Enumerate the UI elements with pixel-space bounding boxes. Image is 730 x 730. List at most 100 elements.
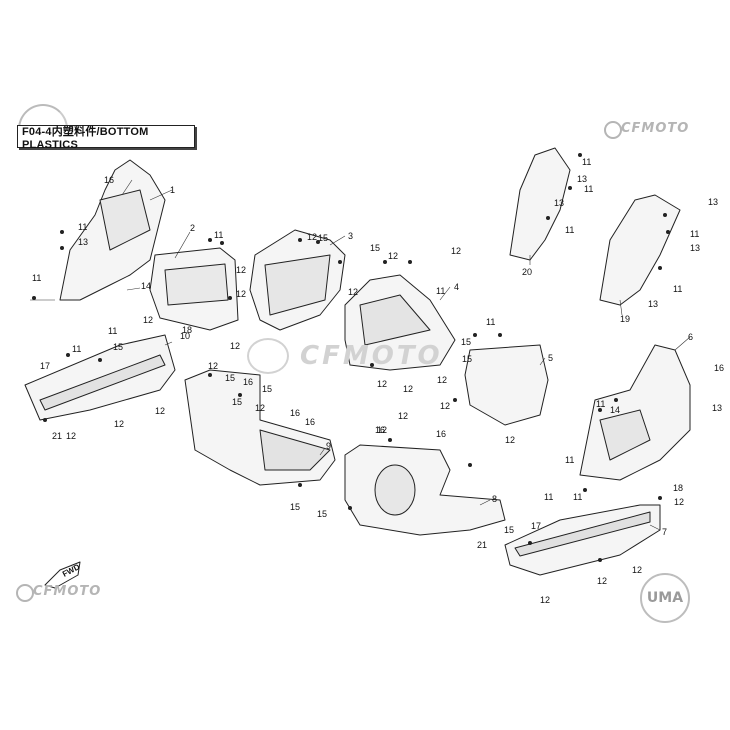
callout-15f: 15 (225, 373, 236, 383)
callout-3: 3 (348, 231, 354, 241)
callout-16d: 16 (305, 417, 316, 427)
callout-16c: 16 (290, 408, 301, 418)
callout-11b: 11 (108, 326, 118, 336)
callout-17a: 17 (40, 361, 51, 371)
callout-12w: 12 (348, 287, 359, 297)
callout-21a: 21 (52, 431, 63, 441)
cfmoto-logo-icon (604, 121, 622, 139)
part-fender-20 (509, 147, 571, 261)
callout-15g: 15 (232, 397, 243, 407)
callout-16a: 16 (104, 175, 115, 185)
callout-12i: 12 (377, 379, 388, 389)
callout-8: 8 (492, 494, 498, 504)
callout-12e: 12 (307, 232, 318, 242)
callout-12f: 12 (451, 246, 462, 256)
callout-16e: 16 (375, 425, 386, 435)
cfmoto-logo-icon (16, 584, 34, 602)
callout-16b: 16 (243, 377, 254, 387)
callout-15e: 15 (113, 342, 124, 352)
callout-11e: 11 (582, 157, 592, 167)
callout-12n: 12 (208, 361, 219, 371)
callout-15d: 15 (462, 354, 473, 364)
callout-9: 9 (326, 441, 332, 451)
callout-13e: 13 (690, 243, 701, 253)
callout-18a: 18 (182, 325, 193, 335)
diagram-title: F04-4内塑料件/BOTTOM PLASTICS (17, 125, 195, 151)
callout-14b: 14 (610, 405, 621, 415)
callout-19: 19 (620, 314, 631, 324)
callout-1: 1 (170, 185, 176, 195)
callout-15j: 15 (317, 509, 328, 519)
callout-11o: 11 (72, 344, 82, 354)
callout-14a: 14 (141, 281, 152, 291)
callout-12o: 12 (377, 425, 388, 435)
callout-11g: 11 (565, 225, 575, 235)
callout-12j: 12 (155, 406, 166, 416)
uma-logo: UMA (640, 573, 690, 623)
callout-11i: 11 (673, 284, 683, 294)
callout-11n: 11 (573, 492, 583, 502)
callout-11j: 11 (486, 317, 496, 327)
callout-12a: 12 (236, 265, 247, 275)
brand-center-watermark: CFMOTO (300, 341, 443, 371)
cfmoto-watermark-icon (247, 338, 289, 374)
callout-12h: 12 (403, 384, 414, 394)
callout-15a: 15 (318, 233, 329, 243)
callout-13f: 13 (648, 299, 659, 309)
callout-12g: 12 (437, 375, 448, 385)
callout-11f: 11 (584, 184, 594, 194)
callout-15c: 15 (461, 337, 472, 347)
callout-11p: 11 (436, 286, 446, 296)
callout-13a: 13 (78, 237, 89, 247)
callout-13g: 13 (712, 403, 723, 413)
callout-11k: 11 (596, 399, 606, 409)
callout-15k: 15 (504, 525, 515, 535)
callout-12b: 12 (236, 289, 247, 299)
callout-12s: 12 (674, 497, 685, 507)
brand-top-right: CFMOTO (621, 121, 690, 136)
callout-21b: 21 (477, 540, 488, 550)
callout-7: 7 (662, 527, 668, 537)
callout-11m: 11 (544, 492, 554, 502)
callout-11a: 11 (78, 222, 88, 232)
callout-12m: 12 (255, 403, 266, 413)
callout-11c: 11 (32, 273, 42, 283)
callout-12t: 12 (597, 576, 608, 586)
callout-4: 4 (454, 282, 460, 292)
callout-11d: 11 (214, 230, 224, 240)
callout-16g: 16 (714, 363, 725, 373)
callout-15b: 15 (370, 243, 381, 253)
callout-15h: 15 (262, 384, 273, 394)
fwd-arrow-shape (44, 561, 81, 589)
callout-18b: 18 (673, 483, 684, 493)
callout-20: 20 (522, 267, 533, 277)
callout-12q: 12 (505, 435, 516, 445)
brand-bottom-left: CFMOTO (33, 584, 102, 599)
callout-16f: 16 (436, 429, 447, 439)
callout-10: 10 (180, 331, 191, 341)
callout-11h: 11 (690, 229, 700, 239)
callout-12l: 12 (114, 419, 125, 429)
callout-12u: 12 (540, 595, 551, 605)
callout-2: 2 (190, 223, 196, 233)
part-bracket-5 (464, 344, 549, 426)
callout-12d: 12 (230, 341, 241, 351)
callout-6: 6 (688, 332, 694, 342)
callout-13b: 13 (577, 174, 588, 184)
part-tub-8 (344, 444, 506, 536)
part-fender-19 (599, 194, 681, 306)
callout-12r: 12 (440, 401, 451, 411)
callout-17b: 17 (531, 521, 542, 531)
callout-12k: 12 (66, 431, 77, 441)
callout-13c: 13 (554, 198, 565, 208)
callout-15i: 15 (290, 502, 301, 512)
callout-12x: 12 (388, 251, 399, 261)
callout-12v: 12 (632, 565, 643, 575)
callout-12p: 12 (398, 411, 409, 421)
callout-11l: 11 (565, 455, 575, 465)
callout-5: 5 (548, 353, 554, 363)
callout-12c: 12 (143, 315, 154, 325)
callout-13d: 13 (708, 197, 719, 207)
